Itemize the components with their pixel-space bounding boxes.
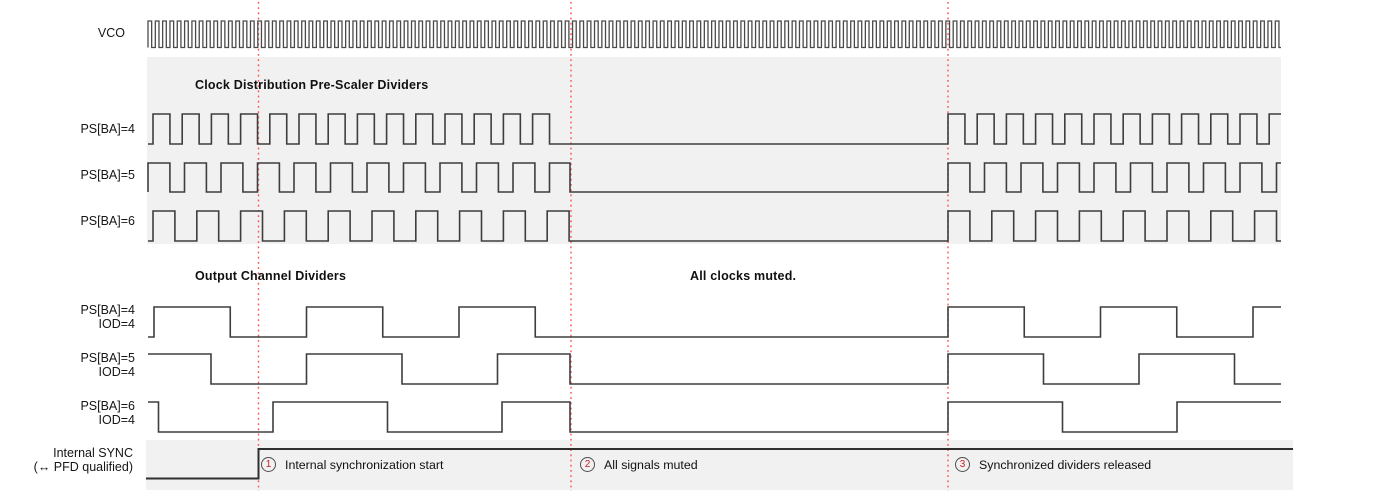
section-title-output: Output Channel Dividers	[195, 269, 347, 283]
annotation-1-text: Internal synchronization start	[285, 457, 444, 472]
annotation-3-number-icon: 3	[955, 457, 970, 472]
signal-label-out6-line2: IOD=4	[98, 413, 135, 427]
signal-label-out4-line2: IOD=4	[98, 317, 135, 331]
signal-label-sync-line2: (↔ PFD qualified)	[33, 460, 133, 474]
signal-label-sync: Internal SYNC (↔ PFD qualified)	[0, 446, 133, 474]
section-title-prescaler: Clock Distribution Pre-Scaler Dividers	[195, 78, 429, 92]
signal-label-out6: PS[BA]=6 IOD=4	[0, 399, 135, 427]
signal-label-out4-line1: PS[BA]=4	[80, 303, 135, 317]
signal-label-ps6: PS[BA]=6	[80, 214, 135, 228]
annotation-3-text: Synchronized dividers released	[979, 457, 1152, 472]
signal-label-out5-line1: PS[BA]=5	[80, 351, 135, 365]
signal-label-vco: VCO	[97, 26, 125, 40]
signal-label-out4: PS[BA]=4 IOD=4	[0, 303, 135, 331]
annotation-dividers-released: 3 Synchronized dividers released	[955, 457, 1151, 472]
annotation-1-number-icon: 1	[261, 457, 276, 472]
signal-label-ps4: PS[BA]=4	[80, 122, 135, 136]
signal-label-out5: PS[BA]=5 IOD=4	[0, 351, 135, 379]
annotation-2-text: All signals muted	[604, 457, 698, 472]
signal-label-sync-line1: Internal SYNC	[53, 446, 133, 460]
annotation-2-number-icon: 2	[580, 457, 595, 472]
annotation-signals-muted: 2 All signals muted	[580, 457, 698, 472]
signal-label-out5-line2: IOD=4	[98, 365, 135, 379]
signal-label-ps5: PS[BA]=5	[80, 168, 135, 182]
annotation-sync-start: 1 Internal synchronization start	[261, 457, 443, 472]
signal-label-out6-line1: PS[BA]=6	[80, 399, 135, 413]
note-all-clocks-muted: All clocks muted.	[690, 269, 797, 283]
